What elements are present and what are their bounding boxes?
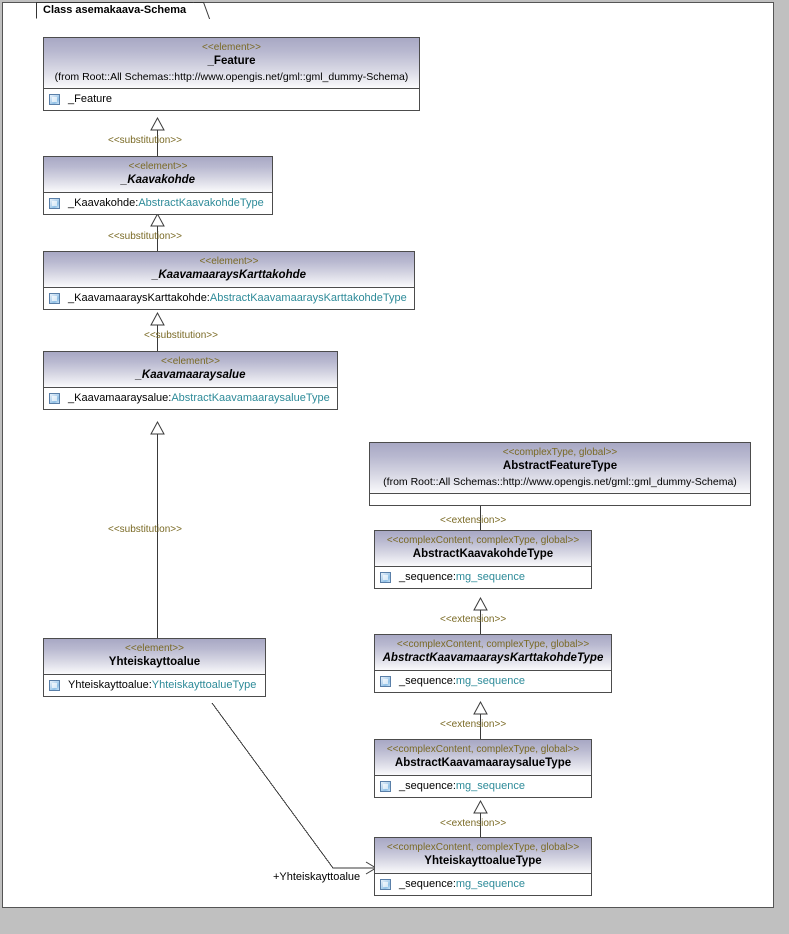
attribute-icon <box>49 198 60 209</box>
class-box-feature[interactable]: <<element>> _Feature (from Root::All Sch… <box>43 37 420 111</box>
class-stereotype: <<complexContent, complexType, global>> <box>386 535 580 546</box>
class-name: _Feature <box>207 55 256 67</box>
attribute-row[interactable]: Yhteiskayttoalue:YhteiskayttoalueType <box>44 675 265 696</box>
class-header-abstractfeaturetype: <<complexType, global>> AbstractFeatureT… <box>370 443 750 494</box>
connector-label-ext1: <<extension>> <box>440 515 507 526</box>
class-name: AbstractFeatureType <box>502 460 618 472</box>
attribute-row[interactable]: _Kaavakohde:AbstractKaavakohdeType <box>44 193 272 214</box>
class-header-kaavakohde: <<element>> _Kaavakohde <box>44 157 272 193</box>
class-name: YhteiskayttoalueType <box>424 855 542 867</box>
connector-label-sub3: <<substitution>> <box>144 330 218 341</box>
class-box-yhteiskayttoaluetype[interactable]: <<complexContent, complexType, global>> … <box>374 837 592 896</box>
class-stereotype: <<element>> <box>128 161 188 172</box>
class-stereotype: <<element>> <box>161 356 220 367</box>
attribute-label: _KaavamaaraysKarttakohde:AbstractKaavama… <box>68 292 407 304</box>
attribute-icon <box>380 572 391 583</box>
attribute-icon <box>49 680 60 691</box>
class-stereotype: <<complexContent, complexType, global>> <box>386 842 580 853</box>
class-name: _KaavamaaraysKarttakohde <box>151 269 307 281</box>
class-stereotype: <<element>> <box>125 643 184 654</box>
class-namespace: (from Root::All Schemas::http://www.open… <box>383 476 737 488</box>
attribute-row[interactable]: _sequence:mg_sequence <box>375 671 611 692</box>
class-stereotype: <<complexContent, complexType, global>> <box>386 744 580 755</box>
class-header-abstractkaavakohdetype: <<complexContent, complexType, global>> … <box>375 531 591 567</box>
class-header-kaavamaaraysalue: <<element>> _Kaavamaaraysalue <box>44 352 337 388</box>
class-header-abstractkaavamaarayskarttakohdetype: <<complexContent, complexType, global>> … <box>375 635 611 671</box>
attribute-label: _sequence:mg_sequence <box>399 571 525 583</box>
class-name: AbstractKaavamaaraysalueType <box>394 757 572 769</box>
class-box-abstractkaavamaarayskarttakohdetype[interactable]: <<complexContent, complexType, global>> … <box>374 634 612 693</box>
attribute-label: _Kaavamaaraysalue:AbstractKaavamaaraysal… <box>68 392 330 404</box>
attribute-icon <box>49 393 60 404</box>
class-box-yhteiskayttoalue[interactable]: <<element>> Yhteiskayttoalue Yhteiskaytt… <box>43 638 266 697</box>
attribute-row[interactable]: _sequence:mg_sequence <box>375 776 591 797</box>
attribute-row[interactable]: _Kaavamaaraysalue:AbstractKaavamaaraysal… <box>44 388 337 409</box>
association-role-label: +Yhteiskayttoalue <box>273 871 361 883</box>
class-stereotype: <<complexType, global>> <box>502 447 618 458</box>
class-header-abstractkaavamaaraysaluetype: <<complexContent, complexType, global>> … <box>375 740 591 776</box>
attribute-label: _sequence:mg_sequence <box>399 675 525 687</box>
connector-label-sub4: <<substitution>> <box>108 524 182 535</box>
attribute-icon <box>49 94 60 105</box>
attribute-row[interactable]: _KaavamaaraysKarttakohde:AbstractKaavama… <box>44 288 414 309</box>
attribute-label: _Feature <box>68 93 113 105</box>
diagram-tab[interactable]: Class asemakaava-Schema <box>36 2 202 19</box>
class-name: _Kaavakohde <box>120 174 196 186</box>
class-name: AbstractKaavamaaraysKarttakohdeType <box>382 652 604 664</box>
class-header-kaavamaarayskarttakohde: <<element>> _KaavamaaraysKarttakohde <box>44 252 414 288</box>
class-box-kaavakohde[interactable]: <<element>> _Kaavakohde _Kaavakohde:Abst… <box>43 156 273 215</box>
connector-label-sub1: <<substitution>> <box>108 135 182 146</box>
class-box-kaavamaaraysalue[interactable]: <<element>> _Kaavamaaraysalue _Kaavamaar… <box>43 351 338 410</box>
connector-label-ext4: <<extension>> <box>440 818 507 829</box>
attribute-row[interactable]: _Feature <box>44 89 419 110</box>
attribute-icon <box>380 879 391 890</box>
diagram-canvas[interactable]: <<substitution>> <<substitution>> <<subs… <box>2 2 774 908</box>
attribute-label: _sequence:mg_sequence <box>399 780 525 792</box>
class-name: AbstractKaavakohdeType <box>412 548 554 560</box>
class-header-yhteiskayttoalue: <<element>> Yhteiskayttoalue <box>44 639 265 675</box>
class-stereotype: <<complexContent, complexType, global>> <box>396 639 590 650</box>
attribute-label: _Kaavakohde:AbstractKaavakohdeType <box>68 197 264 209</box>
class-header-feature: <<element>> _Feature (from Root::All Sch… <box>44 38 419 89</box>
attribute-row[interactable]: _sequence:mg_sequence <box>375 567 591 588</box>
attribute-icon <box>49 293 60 304</box>
class-box-abstractfeaturetype[interactable]: <<complexType, global>> AbstractFeatureT… <box>369 442 751 506</box>
connector-label-ext2: <<extension>> <box>440 614 507 625</box>
attribute-label: _sequence:mg_sequence <box>399 878 525 890</box>
attribute-label: Yhteiskayttoalue:YhteiskayttoalueType <box>68 679 257 691</box>
class-namespace: (from Root::All Schemas::http://www.open… <box>54 71 409 83</box>
class-box-abstractkaavamaaraysaluetype[interactable]: <<complexContent, complexType, global>> … <box>374 739 592 798</box>
class-stereotype: <<element>> <box>202 42 261 53</box>
class-name: Yhteiskayttoalue <box>108 656 201 668</box>
class-box-abstractkaavakohdetype[interactable]: <<complexContent, complexType, global>> … <box>374 530 592 589</box>
attribute-row[interactable]: _sequence:mg_sequence <box>375 874 591 895</box>
class-header-yhteiskayttoaluetype: <<complexContent, complexType, global>> … <box>375 838 591 874</box>
connector-label-ext3: <<extension>> <box>440 719 507 730</box>
connector-label-sub2: <<substitution>> <box>108 231 182 242</box>
attribute-icon <box>380 676 391 687</box>
attribute-icon <box>380 781 391 792</box>
class-stereotype: <<element>> <box>199 256 259 267</box>
attribute-compartment-empty <box>370 494 750 505</box>
class-box-kaavamaarayskarttakohde[interactable]: <<element>> _KaavamaaraysKarttakohde _Ka… <box>43 251 415 310</box>
class-name: _Kaavamaaraysalue <box>135 369 246 381</box>
